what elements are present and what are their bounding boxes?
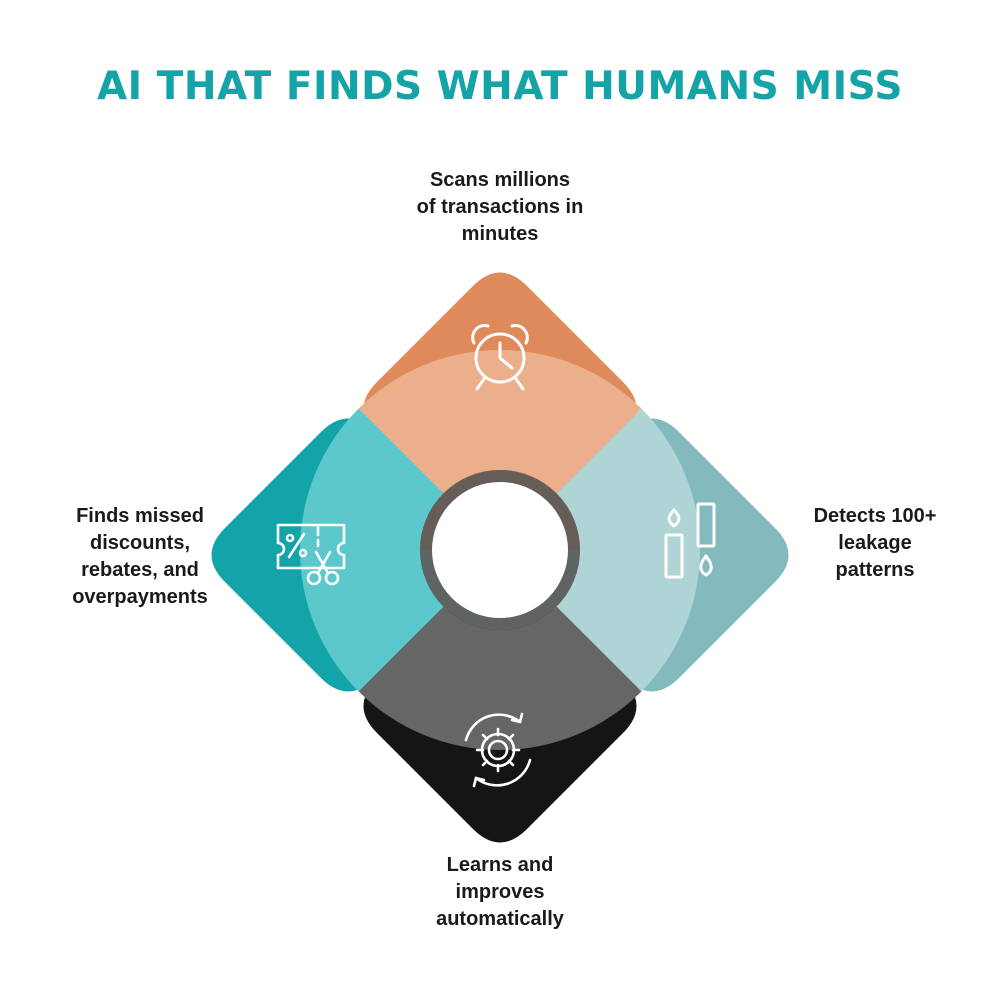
gear-cycle-icon [464,712,532,788]
label-learns-improves: Learns and improves automatically [436,854,564,930]
center-circle [432,482,568,618]
center-ring [300,350,700,750]
discount-coupon-icon [276,523,346,586]
label-finds-discounts: Finds missed discounts, rebates, and ove… [72,505,208,608]
page-title: AI THAT FINDS WHAT HUMANS MISS [96,64,904,109]
label-detects-patterns: Detects 100+ leakage patterns [813,505,937,581]
leakage-bars-icon [664,502,716,579]
alarm-clock-icon [471,324,529,391]
label-scans-transactions: Scans millions of transactions in minute… [416,169,584,245]
